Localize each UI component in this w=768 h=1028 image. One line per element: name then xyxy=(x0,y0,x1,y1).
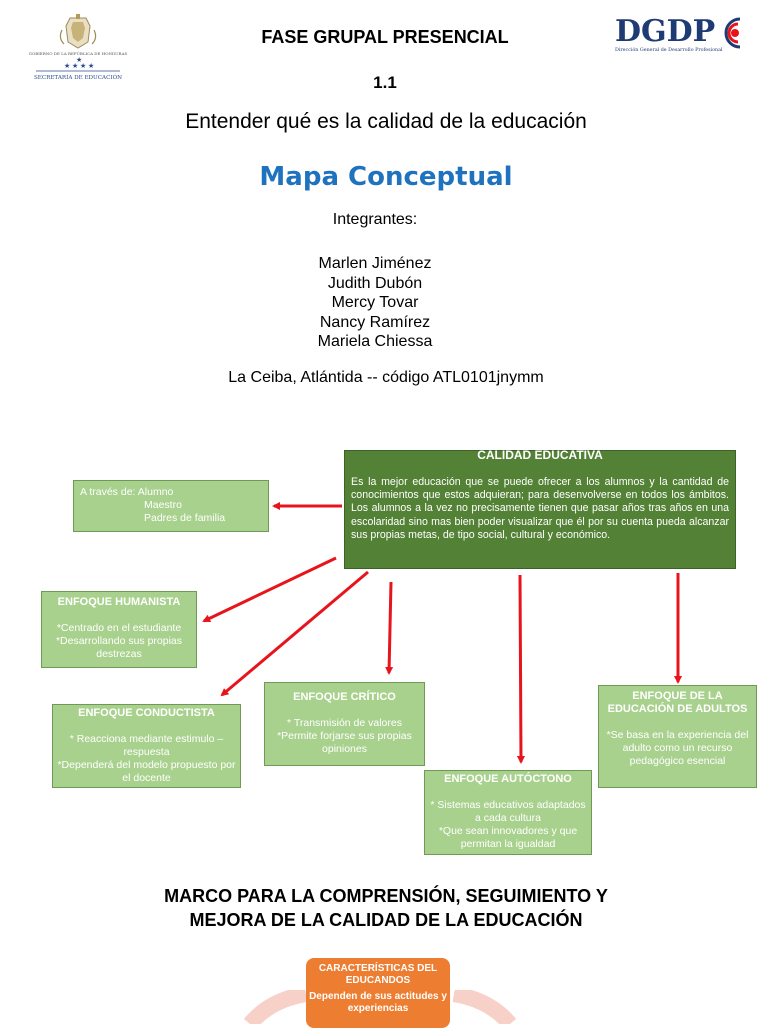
enfoque-autoctono-box: ENFOQUE AUTÓCTONO * Sistemas educativos … xyxy=(424,770,592,855)
svg-text:★: ★ xyxy=(80,62,86,70)
cycle-arrow-decoration xyxy=(243,990,517,1024)
svg-text:Dirección General de Desarroll: Dirección General de Desarrollo Profesio… xyxy=(615,46,723,53)
box-title: ENFOQUE AUTÓCTONO xyxy=(444,773,572,785)
member-name: Nancy Ramírez xyxy=(319,313,431,331)
card-title: CARACTERÍSTICAS DEL EDUCANDOS xyxy=(318,963,438,986)
arrow-to-critico xyxy=(385,581,394,675)
enfoque-humanista-box: ENFOQUE HUMANISTA *Centrado en el estudi… xyxy=(41,591,197,668)
via-item: Maestro xyxy=(144,499,182,511)
box-line: *Centrado en el estudiante xyxy=(56,622,182,634)
box-line: *Desarrollando sus propias destrezas xyxy=(55,635,183,660)
card-description: Dependen de sus actitudes y experiencias xyxy=(309,991,447,1014)
concept-map-arrows xyxy=(202,502,682,764)
arrow-to-conductista xyxy=(220,570,369,697)
svg-text:★: ★ xyxy=(72,62,78,70)
box-line: *Dependerá del modelo propuesto por el d… xyxy=(57,759,236,784)
svg-text:GOBIERNO DE LA REPÚBLICA DE HO: GOBIERNO DE LA REPÚBLICA DE HONDURAS xyxy=(29,51,128,56)
member-name: Judith Dubón xyxy=(327,274,423,292)
central-concept-box: CALIDAD EDUCATIVA Es la mejor educación … xyxy=(344,448,736,569)
svg-text:DGDP: DGDP xyxy=(615,14,715,49)
educandos-card: CARACTERÍSTICAS DEL EDUCANDOS Dependen d… xyxy=(306,958,450,1028)
box-line: * Transmisión de valores xyxy=(287,717,402,729)
via-item: Alumno xyxy=(137,486,174,498)
member-name: Marlen Jiménez xyxy=(318,255,432,272)
header-title: FASE GRUPAL PRESENCIAL xyxy=(261,27,509,47)
box-title: ENFOQUE CONDUCTISTA xyxy=(78,707,215,719)
svg-text:SECRETARÍA DE EDUCACIÓN: SECRETARÍA DE EDUCACIÓN xyxy=(34,73,122,81)
location-code: La Ceiba, Atlántida -- código ATL0101jny… xyxy=(228,369,544,386)
svg-text:★: ★ xyxy=(76,56,82,64)
svg-text:★: ★ xyxy=(64,62,70,70)
document-subtitle: Entender qué es la calidad de la educaci… xyxy=(185,110,587,133)
via-box: A través de: Alumno Maestro Padres de fa… xyxy=(73,480,269,532)
dgdp-logo: DGDP Dirección General de Desarrollo Pro… xyxy=(612,10,752,56)
central-concept-title: CALIDAD EDUCATIVA xyxy=(477,448,603,462)
member-name: Mercy Tovar xyxy=(331,294,419,311)
via-prefix: A través de: xyxy=(80,486,136,498)
arrow-to-humanista xyxy=(202,556,337,623)
members-list: Marlen Jiménez Judith Dubón Mercy Tovar … xyxy=(240,254,510,352)
box-line: *Se basa en la experiencia del adulto co… xyxy=(606,729,749,767)
section-number: 1.1 xyxy=(373,73,397,92)
box-line: * Reacciona mediante estimulo – respuest… xyxy=(69,733,224,758)
document-title: Mapa Conceptual xyxy=(259,162,513,192)
members-label: Integrantes: xyxy=(332,211,418,228)
secretaria-educacion-logo: GOBIERNO DE LA REPÚBLICA DE HONDURAS ★ ★… xyxy=(28,12,128,86)
box-line: * Sistemas educativos adaptados a cada c… xyxy=(430,799,586,824)
box-line: *Que sean innovadores y que permitan la … xyxy=(438,825,578,850)
box-title: ENFOQUE DE LA EDUCACIÓN DE ADULTOS xyxy=(607,690,748,715)
box-title: ENFOQUE HUMANISTA xyxy=(57,596,181,608)
via-item: Padres de familia xyxy=(144,512,226,524)
box-line: *Permite forjarse sus propias opiniones xyxy=(277,730,412,755)
via-line: A través de: Alumno xyxy=(80,486,262,499)
section-title: MARCO PARA LA COMPRENSIÓN, SEGUIMIENTO Y… xyxy=(60,884,712,932)
enfoque-conductista-box: ENFOQUE CONDUCTISTA * Reacciona mediante… xyxy=(52,704,241,788)
enfoque-critico-box: ENFOQUE CRÍTICO * Transmisión de valores… xyxy=(264,682,425,766)
svg-text:★: ★ xyxy=(88,62,94,70)
arrow-to-autoctono xyxy=(516,574,525,764)
central-concept-body: Es la mejor educación que se puede ofrec… xyxy=(351,476,729,541)
section-title-line: MEJORA DE LA CALIDAD DE LA EDUCACIÓN xyxy=(189,910,583,930)
box-title: ENFOQUE CRÍTICO xyxy=(293,691,396,703)
member-name: Mariela Chiessa xyxy=(317,333,433,350)
enfoque-adultos-box: ENFOQUE DE LA EDUCACIÓN DE ADULTOS *Se b… xyxy=(598,685,757,788)
section-title-line: MARCO PARA LA COMPRENSIÓN, SEGUIMIENTO Y xyxy=(164,886,608,906)
